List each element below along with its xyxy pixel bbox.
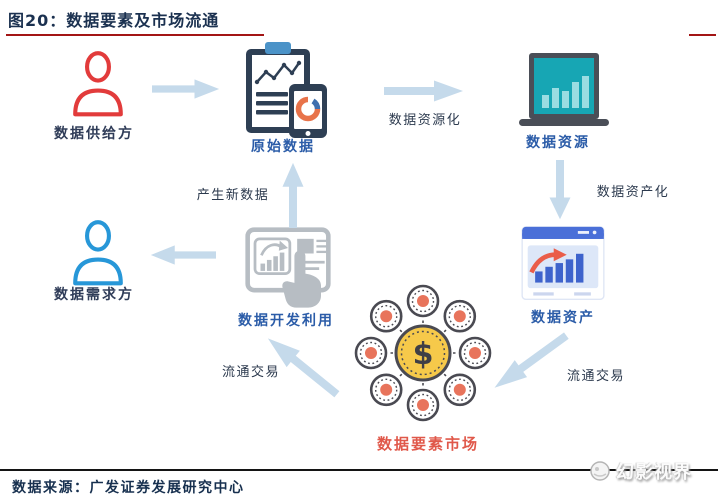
block-arrow-icon <box>282 162 304 228</box>
block-arrow-icon <box>494 332 569 388</box>
block-arrow-icon <box>549 160 571 220</box>
arrow-supplier-to-rawdata <box>152 78 220 100</box>
arrow-resource-to-asset <box>548 160 572 220</box>
market-label: 数据要素市场 <box>376 435 479 453</box>
resourcization-label: 数据资源化 <box>388 113 462 128</box>
clipboard-chart-phone-icon <box>246 42 327 138</box>
circulation-left-label: 流通交易 <box>221 365 280 380</box>
money-network-hub-icon: $ <box>354 284 492 422</box>
raw-data-label: 原始数据 <box>251 139 315 155</box>
supplier-label: 数据供给方 <box>54 126 134 142</box>
block-arrow-icon <box>152 79 220 99</box>
supplier-person-icon <box>73 51 123 117</box>
circulation-right-label: 流通交易 <box>566 369 625 384</box>
source-note: 数据来源：广发证券发展研究中心 <box>12 480 245 496</box>
arrow-development-to-demander <box>150 244 216 266</box>
arrow-development-to-rawdata <box>281 162 305 228</box>
demander-person-icon <box>73 220 123 286</box>
block-arrow-icon <box>384 80 463 102</box>
capitalization-label: 数据资产化 <box>596 185 670 200</box>
demander-label: 数据需求方 <box>54 287 134 303</box>
footer-divider <box>0 469 718 471</box>
figure-title: 图20：数据要素及市场流通 <box>8 11 220 30</box>
dashboard-growth-chart-icon <box>521 226 605 300</box>
arrow-market-to-development <box>259 328 344 403</box>
block-arrow-icon <box>150 245 216 265</box>
block-arrow-icon <box>267 338 340 398</box>
watermark: 幻影视界 <box>588 458 692 484</box>
arrow-asset-to-market <box>487 326 574 398</box>
watermark-logo-icon <box>590 461 610 481</box>
arrow-rawdata-to-resource <box>384 79 464 103</box>
data-asset-label: 数据资产 <box>531 310 595 326</box>
svg-text:$: $ <box>413 337 434 372</box>
monitor-hand-click-icon <box>245 227 331 308</box>
title-underline-right <box>689 34 716 36</box>
laptop-bar-chart-icon <box>519 53 609 126</box>
title-underline <box>6 34 264 36</box>
watermark-text: 幻影视界 <box>616 462 692 483</box>
development-label: 数据开发利用 <box>238 313 334 329</box>
data-resource-label: 数据资源 <box>526 135 590 151</box>
new-data-label: 产生新数据 <box>196 188 270 203</box>
